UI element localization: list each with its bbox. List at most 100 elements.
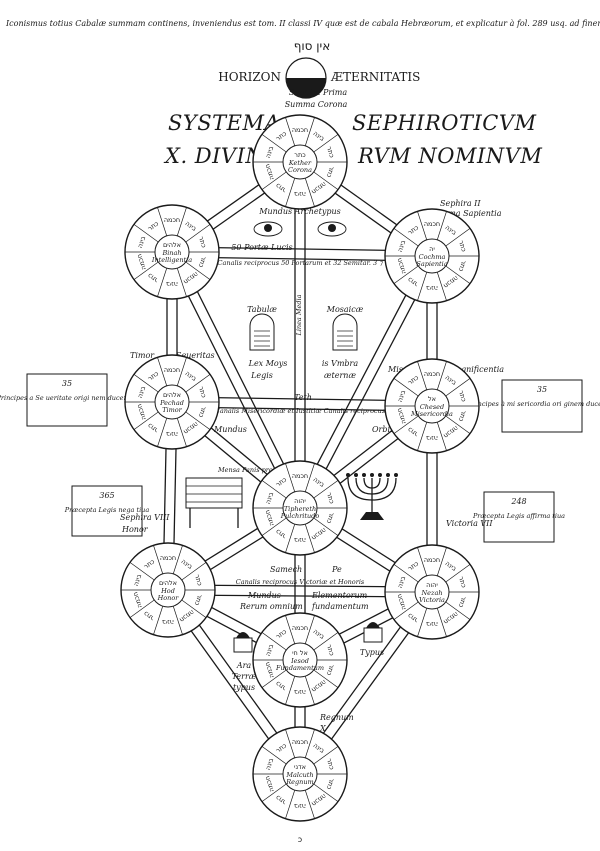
ring-spoke [393, 378, 419, 397]
ring-spoke [129, 562, 155, 581]
ring-hebrew-word: כתר [197, 255, 208, 269]
ring-spoke [445, 415, 471, 434]
altar-left-icon [233, 632, 253, 653]
title-sephiroticum: SEPHIROTICVM [352, 111, 537, 135]
sephira-hebrew-name: אלהים [159, 579, 177, 587]
canalis-victoriae: Canalis reciprocus Victoriæ et Honoris [236, 578, 365, 586]
sephira-latin-name: Cochma [419, 253, 446, 261]
ring-spoke [393, 415, 419, 434]
ring-spoke [313, 171, 339, 190]
tablet-right-icon [332, 313, 358, 351]
title-systema: SYSTEMA [168, 111, 280, 135]
ring-hebrew-word: כתר [325, 663, 336, 677]
top-hebrew: אין סוף [294, 39, 331, 53]
orbium-label: Orbium [372, 425, 403, 434]
ring-hebrew-word: כתר [197, 235, 208, 249]
menorah-icon [346, 473, 398, 520]
ring-hebrew-word: כתר [457, 595, 468, 609]
ring-hebrew-word: כתר [325, 165, 336, 179]
ring-spoke [285, 676, 296, 705]
sephira-nodes: כתר חכמה בינה כתר חכמה בינה כתר חכמה בינה כתר כתר K… [120, 114, 480, 822]
ring-spoke [313, 669, 339, 688]
praecepta-right-box: 248 Præcepta Legis affirma tiua [472, 491, 565, 543]
summa-corona: Summa Corona [285, 100, 348, 109]
ring-spoke [185, 261, 211, 280]
ring-hebrew-word: כתר [325, 145, 336, 159]
ring-hebrew-word: חכמה [164, 366, 180, 374]
ring-hebrew-word: בינה [294, 536, 306, 544]
ring-spoke [436, 272, 447, 301]
ring-hebrew-word: בינה [166, 280, 178, 288]
horizon-emblem [285, 57, 327, 99]
sephira-attribute: Honor [157, 594, 180, 602]
terrae-label: Terræ [232, 672, 257, 681]
ring-hebrew-word: חכמה [424, 556, 440, 564]
sephira-hebrew-name: אלהים [163, 241, 181, 249]
sephira-attribute: Pulchritudo [280, 512, 320, 520]
ring-hebrew-word: בינה [294, 190, 306, 198]
ring-spoke [393, 601, 419, 620]
ring-hebrew-word: בינה [264, 757, 275, 771]
ring-hebrew-word: בינה [166, 430, 178, 438]
ring-hebrew-word: בינה [264, 491, 275, 505]
sephira-attribute: Sapientia [416, 260, 447, 268]
ring-spoke [445, 265, 471, 284]
ring-spoke [417, 608, 428, 637]
ring-spoke [445, 378, 471, 397]
ring-spoke [185, 224, 211, 243]
sephira-latin-name: Kether [288, 159, 312, 167]
principes-left-box: 35 Principes a Se ueritate origi nem duc… [0, 373, 138, 427]
ring-spoke [261, 480, 287, 499]
sephira-latin-name: Iesod [290, 657, 309, 665]
principes-right-text: Principes à mi sericordia ori ginem duce… [467, 400, 600, 408]
rerum-omnium: Rerum omnium [239, 602, 303, 611]
principes-left-num: 35 [62, 379, 72, 388]
ring-spoke [436, 211, 447, 240]
sephira-latin-name: Malcuth [285, 771, 313, 779]
ring-spoke [417, 547, 428, 576]
principes-left-text: Principes a Se ueritate origi nem ducent… [0, 394, 138, 402]
regnum-x: X [319, 724, 326, 733]
ring-hebrew-word: בינה [136, 235, 147, 249]
ring-spoke [133, 411, 159, 430]
ring-spoke [285, 615, 296, 644]
ring-spoke [153, 545, 164, 574]
ring-spoke [172, 545, 183, 574]
ring-hebrew-word: חכמה [292, 472, 308, 480]
ring-hebrew-word: חכמה [292, 624, 308, 632]
ring-hebrew-word: כתר [197, 405, 208, 419]
ring-hebrew-word: בינה [396, 239, 407, 253]
ring-hebrew-word: כתר [193, 593, 204, 607]
canalis-reciprocus-top: Canalis reciprocus 50 Portarum et 32 Sem… [218, 259, 384, 267]
sephira-latin-name: Binah [161, 249, 181, 257]
ring-hebrew-word: כתר [457, 239, 468, 253]
praecepta-left-num: 365 [99, 491, 114, 500]
ring-hebrew-word: בינה [162, 618, 174, 626]
ring-spoke [436, 608, 447, 637]
ring-hebrew-word: כתר [193, 573, 204, 587]
legis-label: Legis [250, 371, 273, 380]
ring-spoke [304, 615, 315, 644]
ring-spoke [393, 265, 419, 284]
sephira-latin-name: Chesed [420, 403, 444, 411]
ring-hebrew-word: בינה [426, 284, 438, 292]
ring-spoke [153, 606, 164, 635]
ring-spoke [304, 790, 315, 819]
summa-sapientia: Summa Sapientia [430, 209, 502, 218]
horizon-right: ÆTERNITATIS [330, 70, 420, 84]
ring-spoke [185, 411, 211, 430]
ring-spoke [129, 599, 155, 618]
ring-spoke [185, 374, 211, 393]
umbra-label: is Vmbra [322, 359, 359, 368]
ring-hebrew-word: בינה [136, 385, 147, 399]
sephira-attribute: Corona [288, 166, 312, 174]
ring-hebrew-word: בינה [396, 389, 407, 403]
ring-spoke [261, 783, 287, 802]
sephira-hebrew-name: יה [429, 245, 435, 253]
sephira-hebrew-name: אל [428, 395, 436, 403]
ring-hebrew-word: כתר [325, 757, 336, 771]
